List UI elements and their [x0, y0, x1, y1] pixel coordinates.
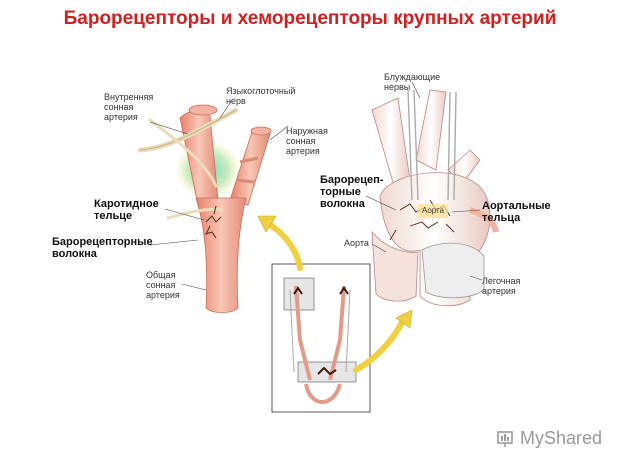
myshared-logo-icon: [497, 431, 513, 447]
common-carotid-artery: [195, 197, 247, 313]
arrow-to-aorta: [353, 315, 407, 373]
label-aorta-inner: Аорта: [422, 206, 445, 215]
label-vagus-nerves: Блуждающие нервы: [384, 72, 441, 92]
page-title: Барорецепторы и хеморецепторы крупных ар…: [63, 8, 557, 29]
carotid-body: [205, 205, 222, 239]
label-common-carotid: Общая сонная артерия: [146, 270, 180, 300]
watermark-text: MyShared: [520, 427, 603, 448]
label-pulmonary-artery: Легочная артерия: [482, 276, 521, 296]
label-carotid-body: Каротидное тельце: [94, 198, 159, 222]
ascending-aorta: [371, 230, 419, 302]
watermark: MyShared: [496, 424, 606, 452]
label-external-carotid: Наружная сонная артерия: [286, 126, 328, 156]
carotid-illustration: [137, 99, 289, 313]
vagus-nerves: [407, 89, 457, 201]
pulmonary-artery: [421, 242, 485, 299]
arrow-to-carotid: [263, 219, 303, 271]
overview-box: [271, 263, 371, 413]
label-baroreceptor-fibers-right: Барорецеп- торные волокна: [320, 174, 384, 210]
label-baroreceptor-fibers-left: Барорецепторные волокна: [52, 236, 153, 260]
label-glossopharyngeal-nerve: Языкоглоточный нерв: [226, 86, 296, 106]
label-aortic-bodies: Аортальные тельца: [482, 200, 551, 224]
arrows: [257, 215, 413, 373]
aortic-illustration: [365, 81, 499, 307]
label-internal-carotid: Внутренняя сонная артерия: [104, 92, 154, 122]
label-aorta-outer: Аорта: [344, 238, 369, 248]
